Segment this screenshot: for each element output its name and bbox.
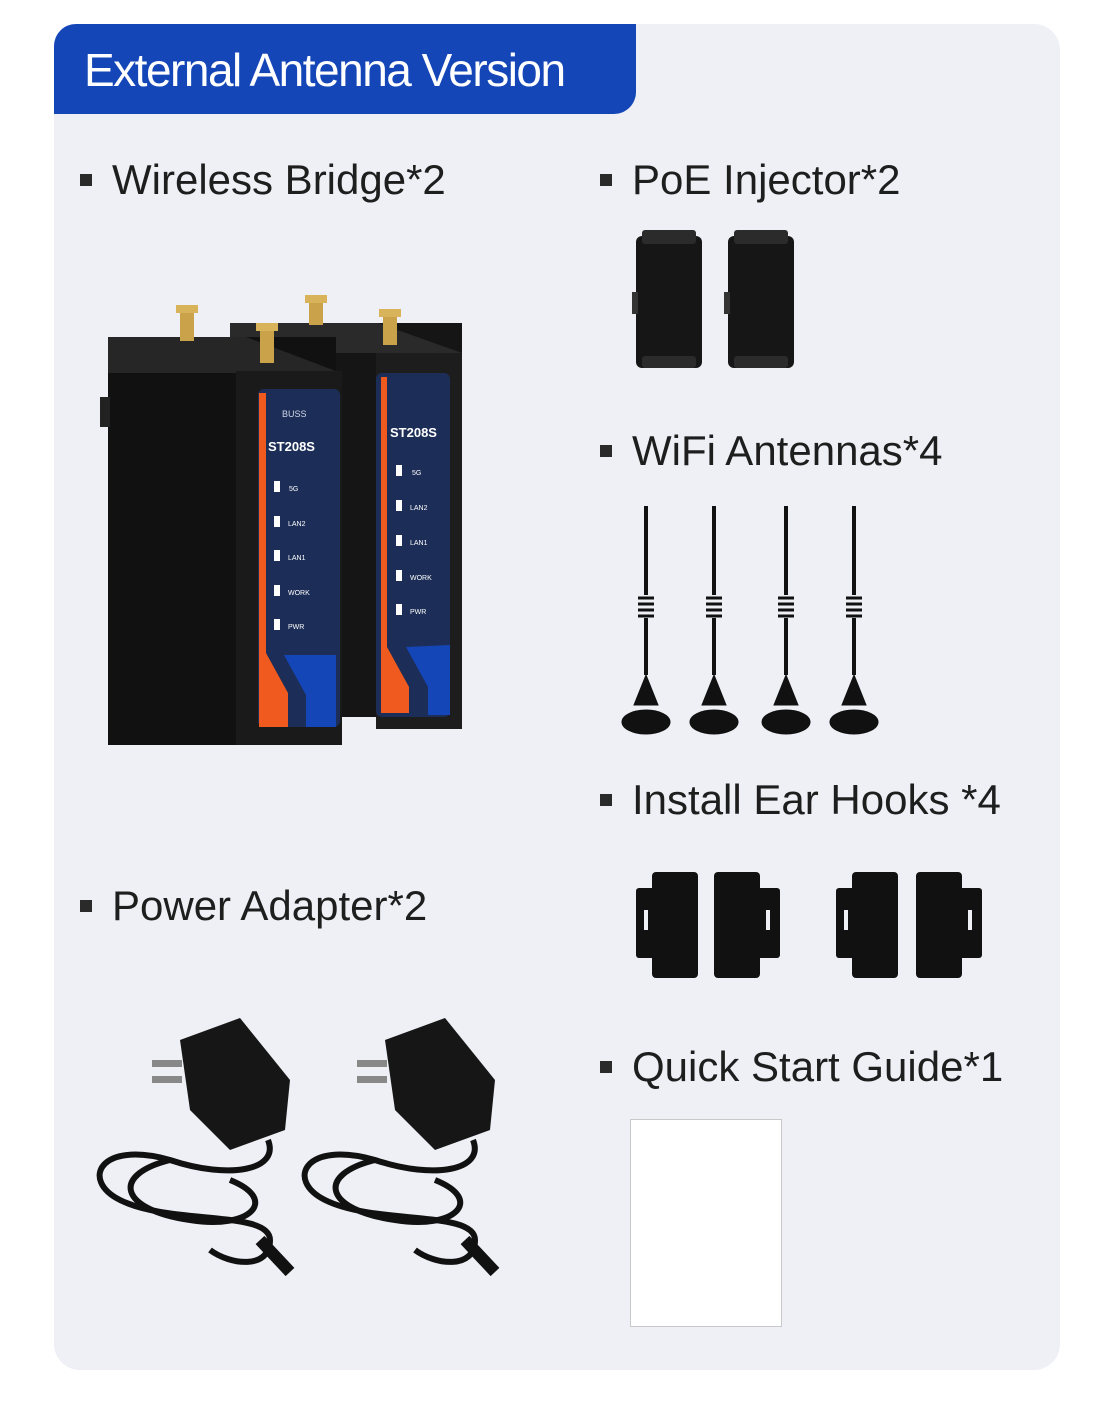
svg-text:LAN1: LAN1: [288, 555, 306, 562]
item-wifi-antennas: WiFi Antennas*4: [600, 425, 943, 477]
antenna-unit: [829, 506, 879, 735]
antenna-unit: [761, 506, 811, 735]
poe-injector-image: [632, 230, 794, 368]
bridge-brand-label: BUSS: [282, 409, 307, 419]
bullet-icon: [80, 174, 92, 186]
svg-text:WORK: WORK: [288, 590, 310, 597]
quick-start-guide-image: [630, 1119, 782, 1327]
item-label: Power Adapter*2: [112, 882, 428, 929]
wireless-bridge-image: ST208S 5G LAN2 LAN1 WORK PWR BUSS ST208S…: [100, 295, 462, 745]
item-label: Wireless Bridge*2: [112, 156, 446, 203]
svg-text:WORK: WORK: [410, 575, 432, 582]
ear-hook: [714, 872, 780, 978]
svg-text:PWR: PWR: [410, 609, 426, 616]
bullet-icon: [80, 900, 92, 912]
item-wireless-bridge: Wireless Bridge*2: [80, 154, 446, 206]
power-adapter-unit: [301, 1018, 500, 1277]
poe-injector-unit: [724, 230, 794, 368]
svg-text:PWR: PWR: [288, 624, 304, 631]
item-label: WiFi Antennas*4: [632, 427, 943, 474]
ear-hooks-image: [636, 872, 982, 978]
svg-text:LAN1: LAN1: [410, 540, 428, 547]
bridge-model-label: ST208S: [390, 425, 437, 440]
ear-hook: [636, 872, 698, 978]
svg-text:5G: 5G: [412, 470, 421, 477]
power-adapter-image: [96, 1018, 500, 1277]
bullet-icon: [600, 1061, 612, 1073]
svg-text:5G: 5G: [289, 486, 298, 493]
power-adapter-unit: [96, 1018, 295, 1277]
item-poe-injector: PoE Injector*2: [600, 154, 901, 206]
wifi-antennas-image: [621, 506, 879, 735]
item-label: PoE Injector*2: [632, 156, 901, 203]
item-ear-hooks: Install Ear Hooks *4: [600, 774, 1001, 826]
item-label: Quick Start Guide*1: [632, 1043, 1004, 1090]
bridge-device-left: BUSS ST208S 5G LAN2 LAN1 WORK PWR: [100, 305, 342, 745]
ear-hook: [836, 872, 898, 978]
bullet-icon: [600, 445, 612, 457]
svg-text:LAN2: LAN2: [288, 521, 306, 528]
item-quick-start-guide: Quick Start Guide*1: [600, 1041, 1003, 1093]
antenna-unit: [621, 506, 671, 735]
item-label: Install Ear Hooks *4: [632, 776, 1001, 823]
bridge-model-label: ST208S: [268, 439, 315, 454]
antenna-unit: [689, 506, 739, 735]
ear-hook: [916, 872, 982, 978]
svg-text:LAN2: LAN2: [410, 505, 428, 512]
bullet-icon: [600, 794, 612, 806]
bullet-icon: [600, 174, 612, 186]
poe-injector-unit: [632, 230, 702, 368]
title-banner: [54, 24, 636, 114]
item-power-adapter: Power Adapter*2: [80, 880, 427, 932]
banner-title: External Antenna Version: [84, 44, 566, 96]
